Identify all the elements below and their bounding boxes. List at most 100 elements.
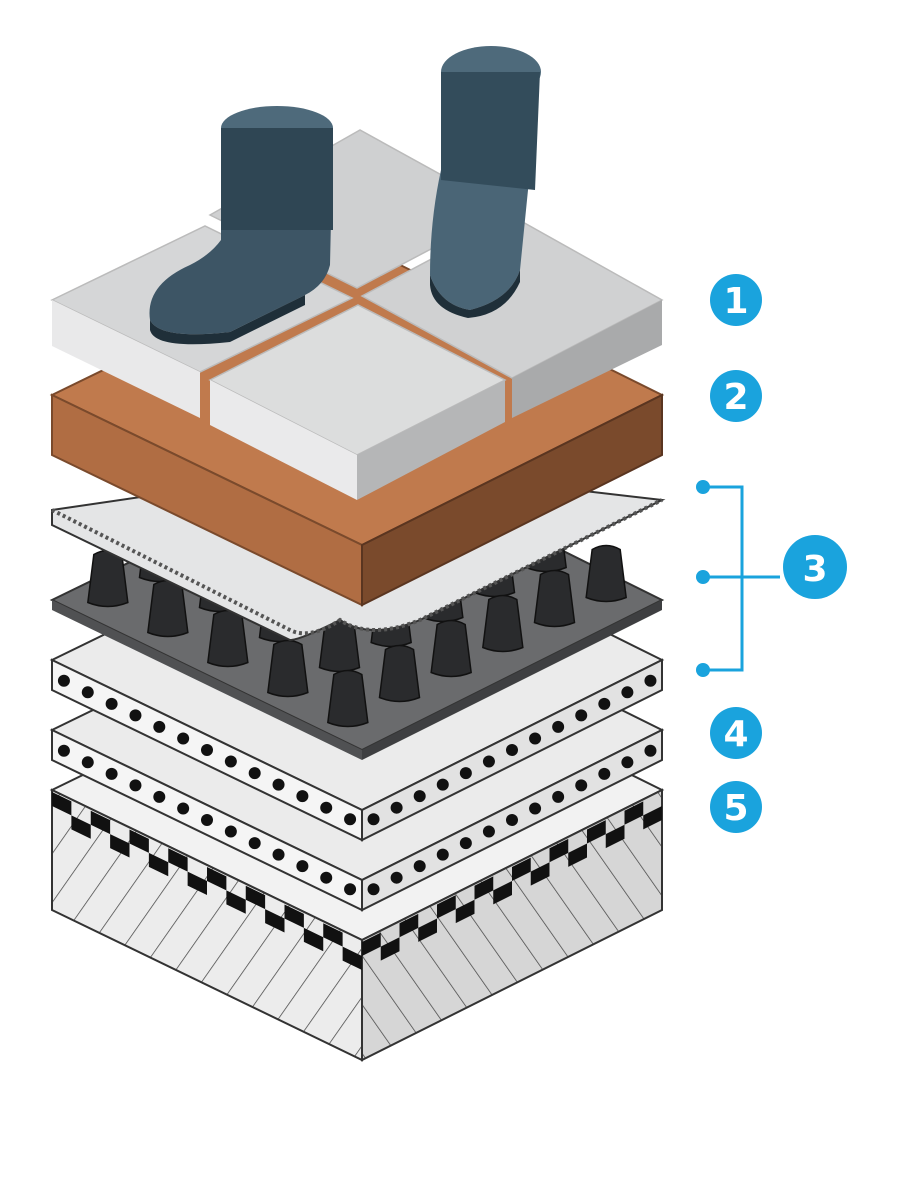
checker-square bbox=[245, 885, 266, 910]
checker-square bbox=[512, 857, 531, 881]
board-dot bbox=[105, 697, 118, 710]
checker-square bbox=[568, 843, 587, 867]
board-dot bbox=[575, 779, 588, 792]
callout-3-label: 3 bbox=[802, 549, 827, 590]
checker-square bbox=[323, 923, 343, 947]
board-dot bbox=[413, 790, 426, 803]
board-dot bbox=[129, 779, 142, 792]
board-dot bbox=[272, 778, 285, 791]
checker-square bbox=[52, 792, 72, 816]
callout-1: 1 bbox=[710, 274, 762, 326]
callout-4: 4 bbox=[710, 707, 762, 759]
board-dot bbox=[436, 848, 449, 861]
right-boot-icon bbox=[430, 46, 541, 318]
checker-square bbox=[399, 913, 419, 938]
board-dot bbox=[598, 767, 611, 780]
board-dot bbox=[552, 790, 565, 803]
drainage-dimple bbox=[430, 619, 472, 678]
checker-square bbox=[129, 829, 149, 853]
board-dot bbox=[201, 744, 213, 756]
checker-square bbox=[455, 899, 475, 924]
checker-square bbox=[380, 937, 400, 961]
checker-square bbox=[284, 904, 304, 928]
drainage-dimple bbox=[147, 579, 189, 638]
checker-square bbox=[474, 876, 494, 900]
callout-4-label: 4 bbox=[723, 714, 748, 755]
drainage-dimple bbox=[327, 669, 369, 728]
board-dot bbox=[413, 860, 426, 873]
callout-5: 5 bbox=[710, 781, 762, 833]
board-dot bbox=[153, 790, 166, 803]
board-dot bbox=[390, 871, 403, 884]
checker-square bbox=[643, 806, 662, 830]
checker-square bbox=[362, 932, 381, 956]
checker-square bbox=[549, 838, 569, 863]
board-dot bbox=[644, 744, 657, 757]
board-dot bbox=[129, 709, 142, 722]
checker-square bbox=[530, 862, 550, 886]
checker-square bbox=[437, 895, 456, 919]
checker-square bbox=[605, 824, 625, 849]
board-dot bbox=[344, 883, 357, 896]
board-dot bbox=[506, 744, 518, 756]
board-dot bbox=[105, 767, 118, 780]
board-dot bbox=[57, 744, 70, 757]
left-boot-icon bbox=[149, 106, 333, 345]
board-dot bbox=[248, 837, 261, 850]
board-dot bbox=[224, 825, 237, 838]
drainage-dimple bbox=[267, 639, 309, 698]
board-dot bbox=[621, 756, 634, 769]
checker-square bbox=[168, 848, 188, 872]
board-dot bbox=[436, 778, 449, 791]
callout-1-label: 1 bbox=[723, 281, 748, 322]
board-dot bbox=[367, 883, 380, 896]
board-dot bbox=[482, 755, 495, 768]
callout-2: 2 bbox=[710, 370, 762, 422]
board-dot bbox=[272, 848, 285, 861]
drainage-dimple bbox=[482, 594, 524, 653]
checker-square bbox=[303, 927, 324, 952]
drainage-dimple bbox=[585, 544, 627, 603]
board-dot bbox=[201, 814, 213, 826]
board-dot bbox=[598, 697, 611, 710]
board-dot bbox=[177, 802, 190, 815]
checker-square bbox=[587, 820, 606, 844]
checker-square bbox=[90, 810, 111, 835]
board-dot bbox=[575, 709, 588, 722]
callout-2-label: 2 bbox=[723, 377, 748, 418]
board-dot bbox=[529, 732, 542, 745]
board-dot bbox=[390, 801, 403, 814]
board-dot bbox=[177, 732, 190, 745]
checker-square bbox=[226, 890, 246, 914]
board-dot bbox=[224, 755, 237, 768]
checker-square bbox=[493, 881, 512, 905]
board-dot bbox=[320, 801, 333, 814]
checker-square bbox=[207, 867, 227, 891]
board-dot bbox=[644, 674, 657, 687]
board-dot bbox=[153, 720, 166, 733]
checker-square bbox=[110, 834, 130, 858]
board-dot bbox=[57, 674, 70, 687]
checker-square bbox=[342, 946, 362, 970]
board-dot bbox=[248, 767, 261, 780]
board-dot bbox=[81, 756, 94, 769]
callout-3: 3 bbox=[783, 535, 847, 599]
board-dot bbox=[320, 871, 333, 884]
board-dot bbox=[81, 686, 94, 699]
checker-square bbox=[624, 801, 644, 825]
callout-5-label: 5 bbox=[723, 788, 748, 829]
board-dot bbox=[344, 813, 357, 826]
board-dot bbox=[459, 767, 472, 780]
layer-3-bracket bbox=[696, 480, 780, 677]
checker-square bbox=[71, 815, 91, 839]
drainage-dimple bbox=[207, 609, 249, 668]
board-dot bbox=[367, 813, 380, 826]
board-dot bbox=[296, 860, 309, 873]
board-dot bbox=[552, 720, 565, 733]
board-dot bbox=[621, 686, 634, 699]
board-dot bbox=[482, 825, 495, 838]
checker-square bbox=[265, 909, 285, 933]
checker-square bbox=[148, 852, 169, 877]
